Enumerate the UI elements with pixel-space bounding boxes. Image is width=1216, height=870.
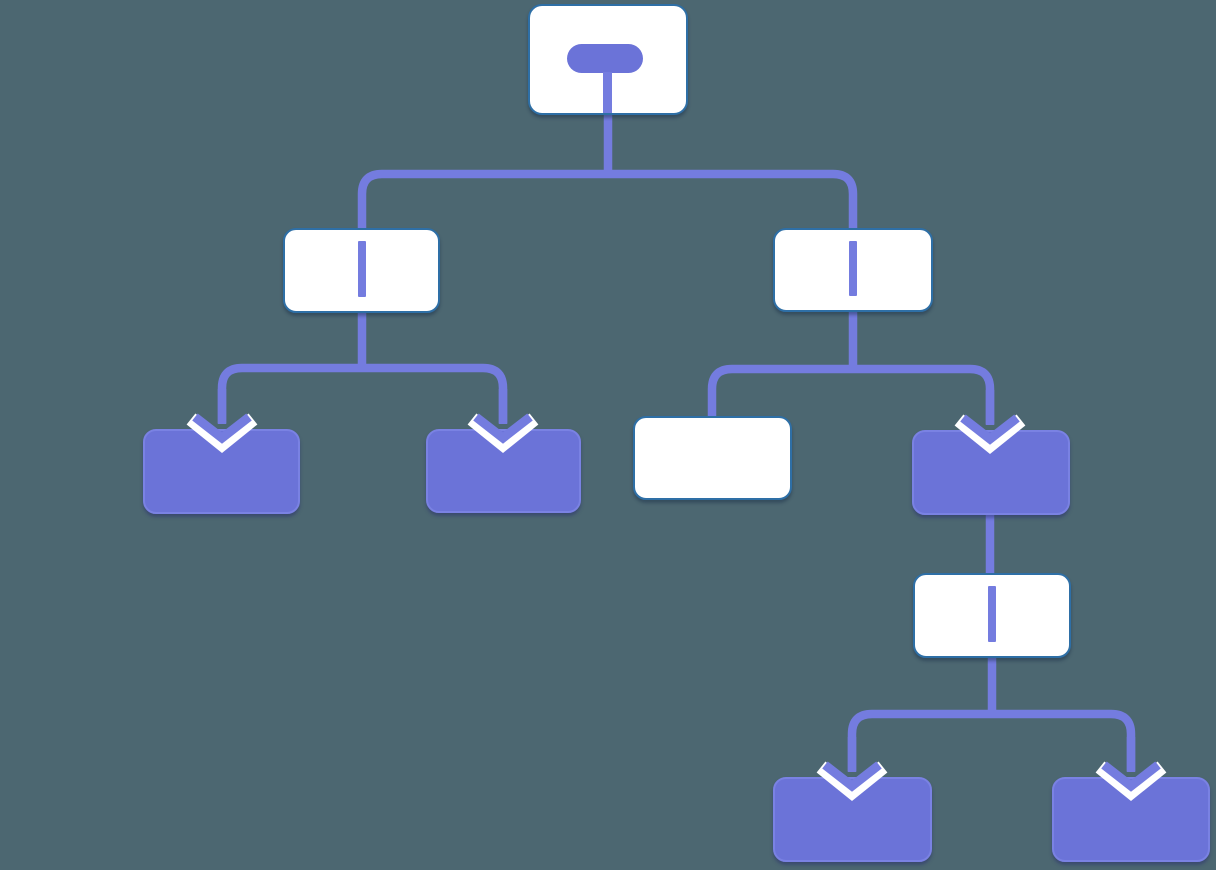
vertical-connector-icon — [357, 241, 366, 297]
branch-node-right[interactable] — [773, 228, 933, 312]
vertical-connector-icon — [849, 241, 857, 296]
edge-branchbottom-children — [847, 709, 1136, 772]
root-pill-icon — [567, 44, 643, 73]
edge-branchleft-children — [217, 363, 508, 424]
leaf-node-5[interactable] — [1052, 777, 1210, 862]
vertical-connector-icon — [988, 586, 996, 642]
leaf-node-3[interactable] — [912, 430, 1070, 515]
empty-node[interactable] — [633, 416, 792, 500]
root-node[interactable] — [528, 4, 688, 115]
branch-node-left[interactable] — [283, 228, 440, 313]
leaf-node-2[interactable] — [426, 429, 581, 513]
edge-tee-level2 — [357, 169, 858, 234]
leaf-node-1[interactable] — [143, 429, 300, 514]
branch-node-bottom[interactable] — [913, 573, 1071, 658]
leaf-node-4[interactable] — [773, 777, 932, 862]
root-pill-stem-icon — [603, 72, 612, 113]
